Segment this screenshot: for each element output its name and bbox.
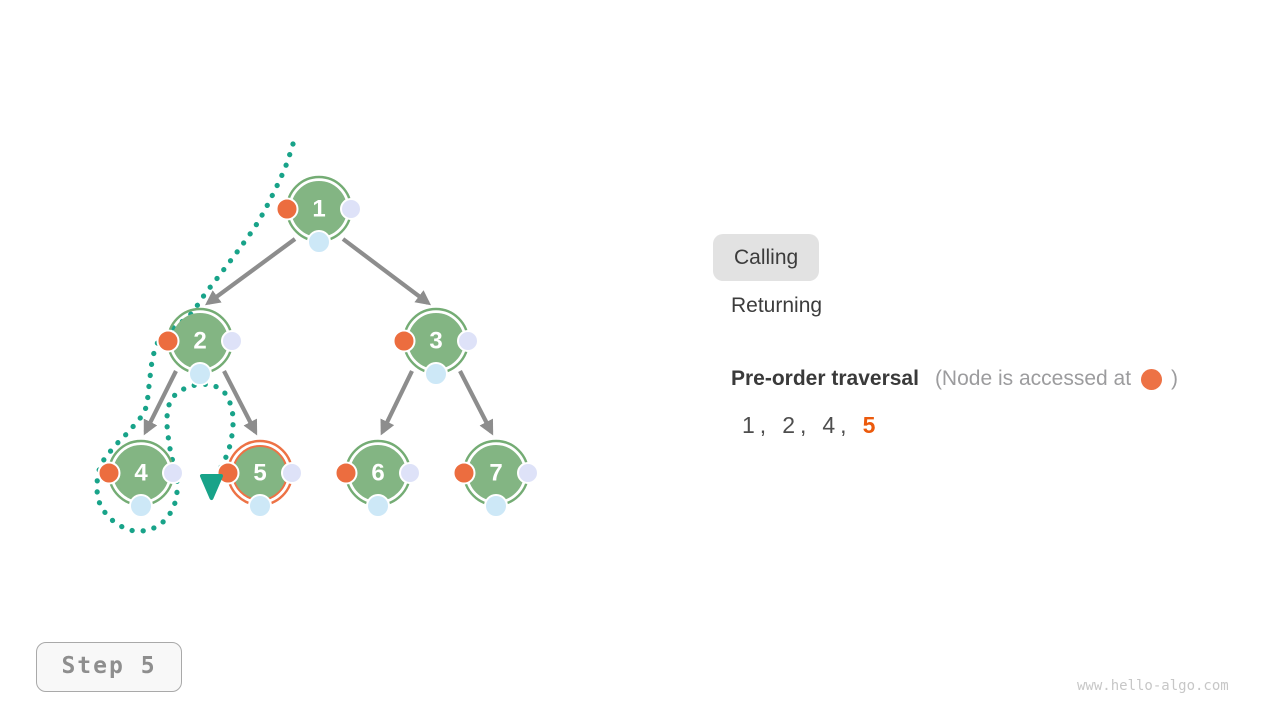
node-label: 2: [193, 328, 206, 355]
traversal-sequence: 1,2,4,5: [742, 412, 875, 439]
sequence-value: 1: [742, 412, 755, 438]
in-order-dot: [188, 362, 212, 386]
node-label: 6: [371, 460, 384, 487]
sequence-value: 4: [822, 412, 836, 438]
in-order-dot: [307, 230, 331, 254]
post-order-dot: [457, 330, 479, 352]
pre-order-access-dot: [275, 197, 299, 221]
tree-edge-arrow: [205, 237, 297, 306]
post-order-dot: [517, 462, 539, 484]
sequence-comma: ,: [759, 412, 767, 438]
sequence-comma: ,: [799, 412, 807, 438]
pre-order-access-dot: [452, 461, 476, 485]
binary-tree-diagram: 1 2 3 4 5 6 7: [94, 141, 539, 534]
tree-node-7: 7: [452, 439, 539, 518]
post-order-dot: [340, 198, 362, 220]
tree-node-4: 4: [97, 439, 184, 518]
post-order-dot: [281, 462, 303, 484]
returning-state-label: Returning: [731, 294, 823, 317]
post-order-dot: [221, 330, 243, 352]
pre-order-access-dot: [156, 329, 180, 353]
post-order-dot: [162, 462, 184, 484]
traversal-note: (Node is accessed at ): [935, 367, 1178, 391]
recursion-trace-path: [94, 141, 296, 534]
pre-order-access-dot: [334, 461, 358, 485]
node-label: 3: [429, 328, 442, 355]
in-order-dot: [129, 494, 153, 518]
pre-order-access-dot: [97, 461, 121, 485]
calling-state-chip[interactable]: Calling: [713, 234, 820, 281]
tree-node-1: 1: [275, 175, 362, 254]
node-label: 1: [312, 196, 325, 223]
in-order-dot: [424, 362, 448, 386]
tree-edge-arrow: [458, 370, 494, 436]
traversal-note-prefix: (Node is accessed at: [934, 367, 1132, 390]
traversal-cursor-icon: [200, 474, 223, 500]
site-watermark: www.hello-algo.com: [1077, 678, 1229, 694]
tree-node-2: 2: [156, 307, 243, 386]
sequence-comma: ,: [840, 412, 847, 438]
tree-edge-arrow: [222, 370, 258, 436]
node-label: 4: [134, 460, 148, 487]
pre-order-access-dot: [392, 329, 416, 353]
tree-edge-arrow: [380, 370, 414, 436]
step-indicator-button[interactable]: Step 5: [36, 642, 182, 692]
node-label: 7: [489, 460, 502, 487]
in-order-dot: [248, 494, 272, 518]
in-order-dot: [484, 494, 508, 518]
traversal-note-suffix: ): [1171, 367, 1179, 390]
traversal-title: Pre-order traversal: [731, 367, 919, 390]
access-legend-dot-icon: [1141, 368, 1163, 390]
node-label: 5: [253, 460, 266, 487]
sequence-value: 5: [862, 412, 876, 438]
traversal-header: Pre-order traversal (Node is accessed at…: [731, 367, 1178, 391]
tree-edge-arrow: [143, 370, 178, 436]
post-order-dot: [399, 462, 421, 484]
tree-edge-arrow: [341, 237, 432, 306]
tree-node-5: 5: [216, 439, 303, 518]
tree-node-3: 3: [392, 307, 479, 386]
in-order-dot: [366, 494, 390, 518]
tree-node-6: 6: [334, 439, 421, 518]
sequence-value: 2: [782, 412, 795, 438]
pre-order-access-dot: [216, 461, 240, 485]
